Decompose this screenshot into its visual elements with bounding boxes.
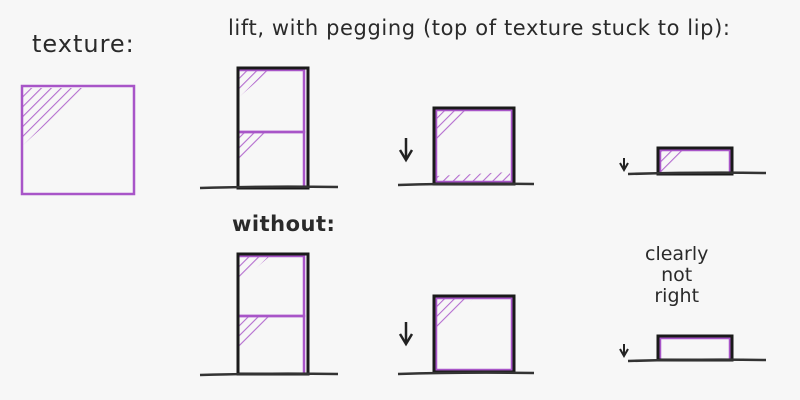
- note-line: right: [654, 285, 700, 307]
- down-arrow-icon: [619, 344, 629, 359]
- without-label: without:: [232, 212, 336, 236]
- pegging-step-3: [619, 146, 767, 176]
- note-line: not: [661, 264, 693, 286]
- clearly-not-right-note: clearly not right: [645, 244, 708, 307]
- texture-sample: [20, 84, 136, 196]
- down-arrow-icon: [398, 322, 414, 347]
- down-arrow-icon: [619, 158, 629, 173]
- pegging-step-2: [397, 106, 535, 187]
- unpegged-step-2: [397, 294, 535, 376]
- unpegged-step-1: [199, 252, 339, 377]
- lift-pegging-label: lift, with pegging (top of texture stuck…: [228, 16, 731, 40]
- note-line: clearly: [645, 243, 709, 265]
- down-arrow-icon: [398, 138, 414, 163]
- unpegged-step-3: [619, 334, 767, 363]
- texture-label: texture:: [32, 30, 135, 58]
- pegging-step-1: [199, 66, 339, 190]
